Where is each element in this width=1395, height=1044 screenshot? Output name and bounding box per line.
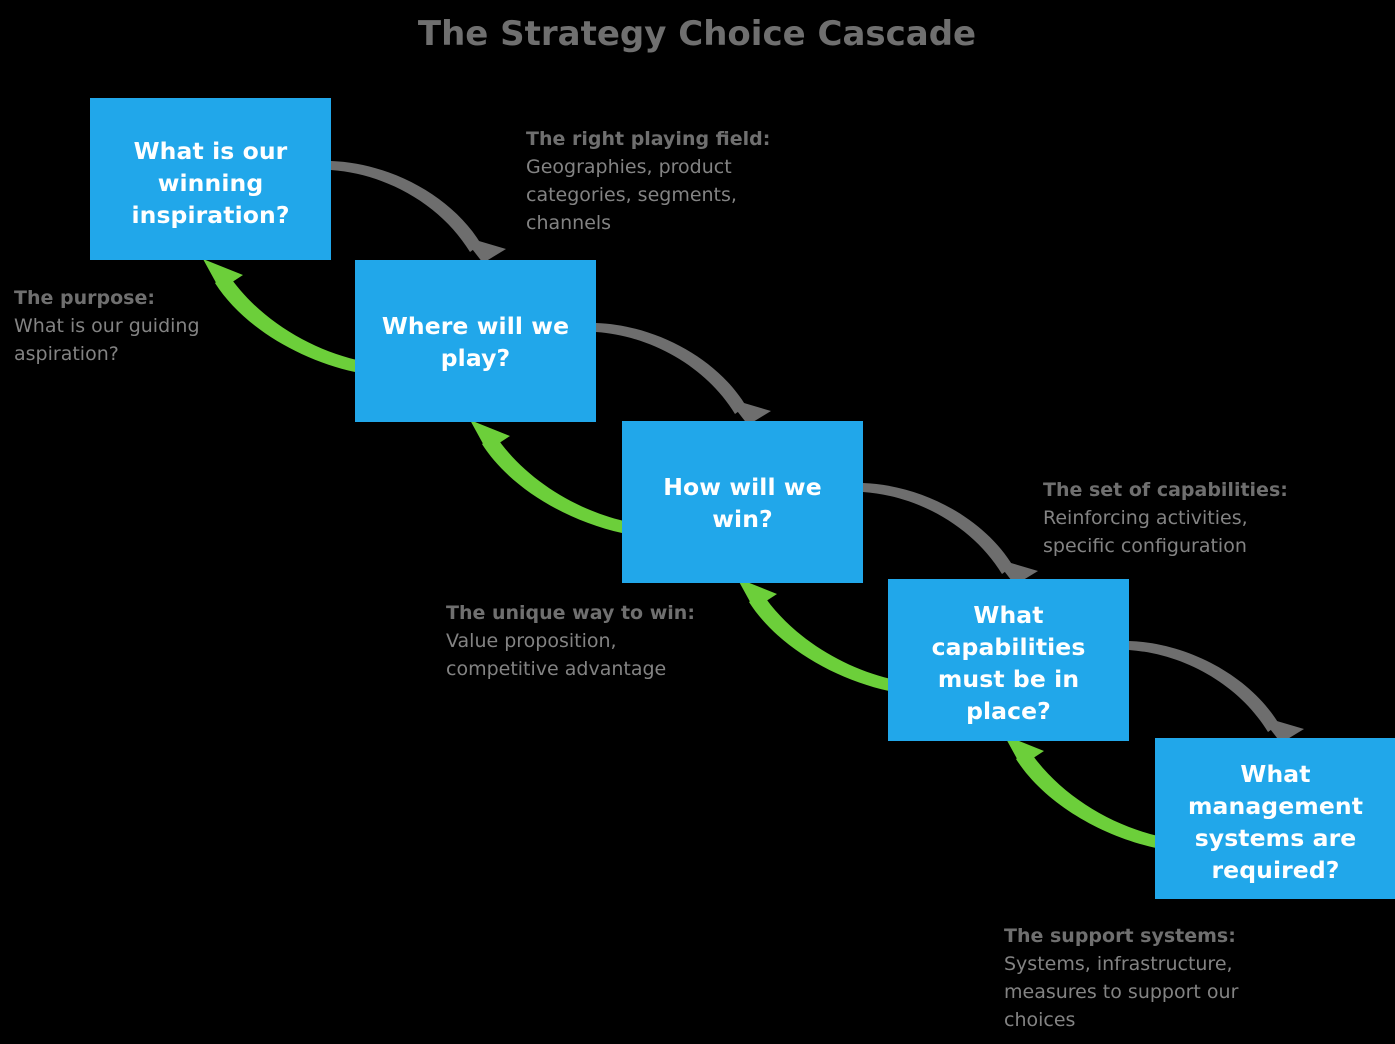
page-title: The Strategy Choice Cascade	[418, 14, 976, 54]
annotation-line: What is our guiding	[14, 315, 200, 337]
box-label-line: What	[1240, 760, 1310, 788]
box-where-to-play[interactable]: Where will we play?	[355, 260, 596, 422]
box-label-line: How will we	[663, 473, 822, 501]
box-capabilities[interactable]: What capabilities must be in place?	[888, 579, 1129, 741]
box-label-line: What	[973, 601, 1043, 629]
annotation-line: competitive advantage	[446, 658, 666, 680]
feedback-arrow-play-to-aspiration	[203, 259, 357, 372]
annotation-line: Value proposition,	[446, 630, 617, 652]
annotation-playing-field: The right playing field: Geographies, pr…	[526, 128, 770, 234]
annotation-line: specific configuration	[1043, 535, 1247, 557]
feedback-arrow-capabilities-to-win	[737, 578, 891, 691]
box-winning-aspiration[interactable]: What is our winning inspiration?	[90, 98, 331, 260]
annotation-heading: The purpose:	[14, 287, 155, 309]
box-label-line: play?	[441, 344, 510, 372]
box-label-line: must be in	[938, 665, 1079, 693]
annotation-heading: The support systems:	[1004, 925, 1236, 947]
cascade-arrow-play-to-win	[596, 323, 771, 425]
box-label-line: management	[1188, 792, 1363, 820]
annotation-line: Reinforcing activities,	[1043, 507, 1248, 529]
annotation-unique-way-to-win: The unique way to win: Value proposition…	[446, 602, 695, 680]
box-label-line: inspiration?	[131, 201, 289, 229]
cascade-arrow-win-to-capabilities	[863, 483, 1038, 585]
box-label-line: winning	[158, 169, 264, 197]
annotation-heading: The unique way to win:	[446, 602, 695, 624]
box-label-line: win?	[712, 505, 773, 533]
feedback-arrow-win-to-play	[470, 420, 624, 533]
annotation-purpose: The purpose: What is our guiding aspirat…	[14, 287, 200, 365]
box-label-line: What is our	[134, 137, 288, 165]
cascade-arrow-capabilities-to-systems	[1129, 641, 1304, 743]
box-label-line: required?	[1211, 856, 1339, 884]
annotation-line: categories, segments,	[526, 184, 737, 206]
cascade-arrow-aspiration-to-play	[331, 161, 506, 263]
box-label-line: place?	[966, 697, 1051, 725]
feedback-arrow-systems-to-capabilities	[1004, 735, 1158, 848]
box-label-line: Where will we	[382, 312, 569, 340]
annotation-line: aspiration?	[14, 343, 119, 365]
annotation-heading: The set of capabilities:	[1043, 479, 1288, 501]
box-management-systems[interactable]: What management systems are required?	[1155, 738, 1395, 899]
annotation-line: Systems, infrastructure,	[1004, 953, 1233, 975]
annotation-support-systems: The support systems: Systems, infrastruc…	[1004, 925, 1239, 1031]
annotation-line: channels	[526, 212, 611, 234]
box-how-to-win[interactable]: How will we win?	[622, 421, 863, 583]
box-label-line: capabilities	[932, 633, 1086, 661]
annotation-set-of-capabilities: The set of capabilities: Reinforcing act…	[1043, 479, 1288, 557]
annotation-line: choices	[1004, 1009, 1075, 1031]
annotation-heading: The right playing field:	[526, 128, 770, 150]
annotation-line: measures to support our	[1004, 981, 1239, 1003]
annotation-line: Geographies, product	[526, 156, 732, 178]
box-label-line: systems are	[1195, 824, 1357, 852]
